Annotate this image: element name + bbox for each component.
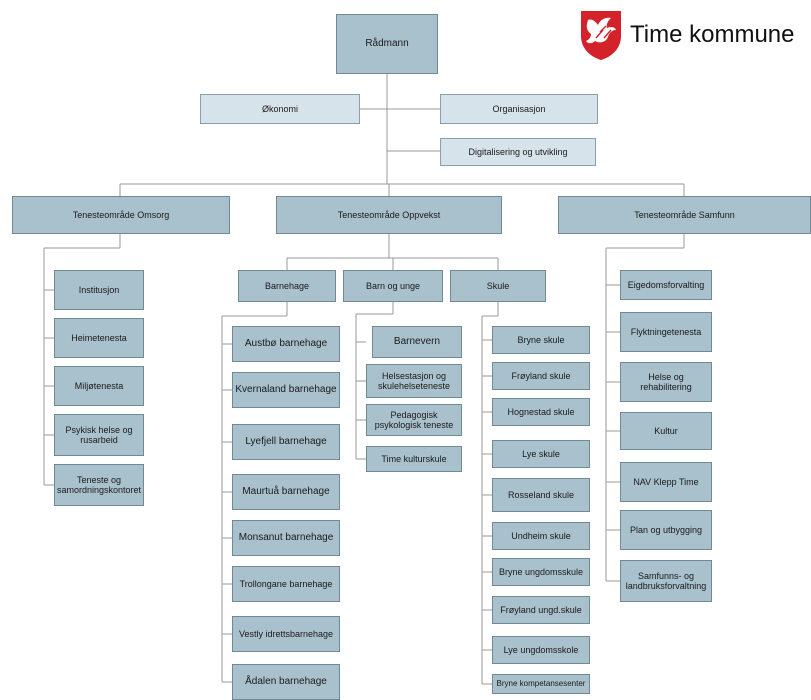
node-barn-og-unge-unit[interactable]: Pedagogisk psykologisk teneste bbox=[366, 404, 462, 436]
node-barnehage-unit[interactable]: Lyefjell barnehage bbox=[232, 424, 340, 460]
node-digitalisering[interactable]: Digitalisering og utvikling bbox=[440, 138, 596, 166]
node-skule-unit[interactable]: Frøyland ungd.skule bbox=[492, 596, 590, 624]
node-samfunn-unit[interactable]: Flyktningetenesta bbox=[620, 312, 712, 352]
node-okonomi[interactable]: Økonomi bbox=[200, 94, 360, 124]
logo-text: Time kommune bbox=[630, 21, 795, 48]
node-barn-og-unge[interactable]: Barn og unge bbox=[343, 270, 443, 302]
node-skule[interactable]: Skule bbox=[450, 270, 546, 302]
node-omsorg[interactable]: Tenesteområde Omsorg bbox=[12, 196, 230, 234]
node-skule-unit[interactable]: Bryne skule bbox=[492, 326, 590, 354]
node-barnehage-unit[interactable]: Vestly idrettsbarnehage bbox=[232, 616, 340, 652]
node-skule-unit[interactable]: Undheim skule bbox=[492, 522, 590, 550]
node-omsorg-unit[interactable]: Heimetenesta bbox=[54, 318, 144, 358]
node-barnehage-unit[interactable]: Monsanut barnehage bbox=[232, 520, 340, 556]
node-skule-unit[interactable]: Lye ungdomsskole bbox=[492, 636, 590, 664]
node-omsorg-unit[interactable]: Miljøtenesta bbox=[54, 366, 144, 406]
node-samfunn-unit[interactable]: Eigedomsforvalting bbox=[620, 270, 712, 300]
node-samfunn-unit[interactable]: Plan og utbygging bbox=[620, 510, 712, 550]
node-barnehage-unit[interactable]: Kvernaland barnehage bbox=[232, 372, 340, 408]
node-omsorg-unit[interactable]: Psykisk helse og rusarbeid bbox=[54, 414, 144, 456]
node-barnehage-unit[interactable]: Maurtuå barnehage bbox=[232, 474, 340, 510]
node-barnehage-unit[interactable]: Austbø barnehage bbox=[232, 326, 340, 362]
node-samfunn-unit[interactable]: NAV Klepp Time bbox=[620, 462, 712, 502]
node-skule-unit[interactable]: Hognestad skule bbox=[492, 398, 590, 426]
node-oppvekst[interactable]: Tenesteområde Oppvekst bbox=[276, 196, 502, 234]
node-samfunn[interactable]: Tenesteområde Samfunn bbox=[558, 196, 811, 234]
node-barnehage-unit[interactable]: Ådalen barnehage bbox=[232, 664, 340, 700]
node-samfunn-unit[interactable]: Samfunns- og landbruksforvaltning bbox=[620, 560, 712, 602]
node-skule-unit[interactable]: Bryne kompetansesenter bbox=[492, 674, 590, 694]
node-skule-unit[interactable]: Lye skule bbox=[492, 440, 590, 468]
coat-of-arms-icon bbox=[581, 11, 621, 60]
node-omsorg-unit[interactable]: Teneste og samordningskontoret bbox=[54, 464, 144, 506]
node-organisasjon[interactable]: Organisasjon bbox=[440, 94, 598, 124]
time-kommune-logo: Time kommune bbox=[578, 6, 811, 64]
node-barn-og-unge-unit[interactable]: Time kulturskule bbox=[366, 446, 462, 472]
node-skule-unit[interactable]: Rosseland skule bbox=[492, 478, 590, 512]
node-samfunn-unit[interactable]: Kultur bbox=[620, 412, 712, 450]
node-samfunn-unit[interactable]: Helse og rehabilitering bbox=[620, 362, 712, 402]
node-skule-unit[interactable]: Frøyland skule bbox=[492, 362, 590, 390]
node-omsorg-unit[interactable]: Institusjon bbox=[54, 270, 144, 310]
node-barnehage[interactable]: Barnehage bbox=[238, 270, 336, 302]
node-barnehage-unit[interactable]: Trollongane barnehage bbox=[232, 566, 340, 602]
node-barn-og-unge-unit[interactable]: Helsestasjon og skulehelseteneste bbox=[366, 364, 462, 398]
node-skule-unit[interactable]: Bryne ungdomsskule bbox=[492, 558, 590, 586]
node-barn-og-unge-unit[interactable]: Barnevern bbox=[372, 326, 462, 358]
node-radmann[interactable]: Rådmann bbox=[336, 14, 438, 74]
